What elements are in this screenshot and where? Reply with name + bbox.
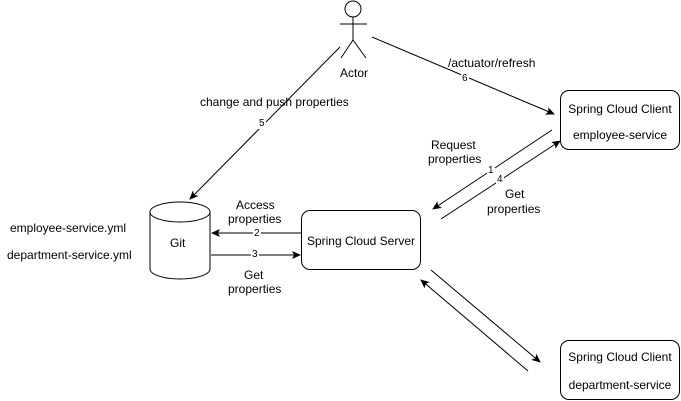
git-file-department: department-service.yml bbox=[7, 248, 132, 262]
actor-label: Actor bbox=[340, 66, 369, 80]
client-department-box: Spring Cloud Client department-service bbox=[560, 340, 680, 400]
client-employee-title: Spring Cloud Client bbox=[568, 102, 672, 116]
spring-cloud-server-label: Spring Cloud Server bbox=[306, 234, 416, 248]
edge-1-number: 1 bbox=[487, 165, 495, 176]
edge-5-label: change and push properties bbox=[200, 95, 349, 109]
edge-2-label-line1: Access bbox=[236, 198, 275, 212]
edge-1-label-line2: properties bbox=[428, 152, 482, 166]
client-employee-service: employee-service bbox=[572, 128, 668, 142]
edge-5-number: 5 bbox=[258, 118, 266, 129]
edge-3-number: 3 bbox=[251, 249, 259, 260]
edge-2-label-line2: properties bbox=[228, 212, 282, 226]
edge-department-response-line bbox=[430, 269, 541, 363]
client-department-title: Spring Cloud Client bbox=[568, 350, 672, 364]
edge-2-number: 2 bbox=[253, 228, 261, 239]
edge-1-label-line1: Request bbox=[431, 138, 476, 152]
git-cylinder bbox=[149, 201, 211, 280]
client-department-service: department-service bbox=[568, 378, 672, 392]
edge-3-label-line1: Get bbox=[244, 268, 264, 282]
edge-4-number: 4 bbox=[496, 174, 504, 185]
edge-3-label-line2: properties bbox=[228, 282, 282, 296]
edge-6-label: /actuator/refresh bbox=[448, 56, 536, 70]
edge-department-request-line bbox=[420, 279, 529, 372]
client-employee-box: Spring Cloud Client employee-service bbox=[560, 90, 680, 150]
edge-6-number: 6 bbox=[461, 73, 469, 84]
spring-cloud-server-box: Spring Cloud Server bbox=[301, 210, 421, 270]
edge-4-label-line2: properties bbox=[487, 202, 541, 216]
git-label: Git bbox=[170, 236, 186, 250]
edge-4-label-line1: Get bbox=[505, 187, 525, 201]
actor-figure bbox=[340, 0, 367, 59]
git-file-employee: employee-service.yml bbox=[10, 221, 127, 235]
